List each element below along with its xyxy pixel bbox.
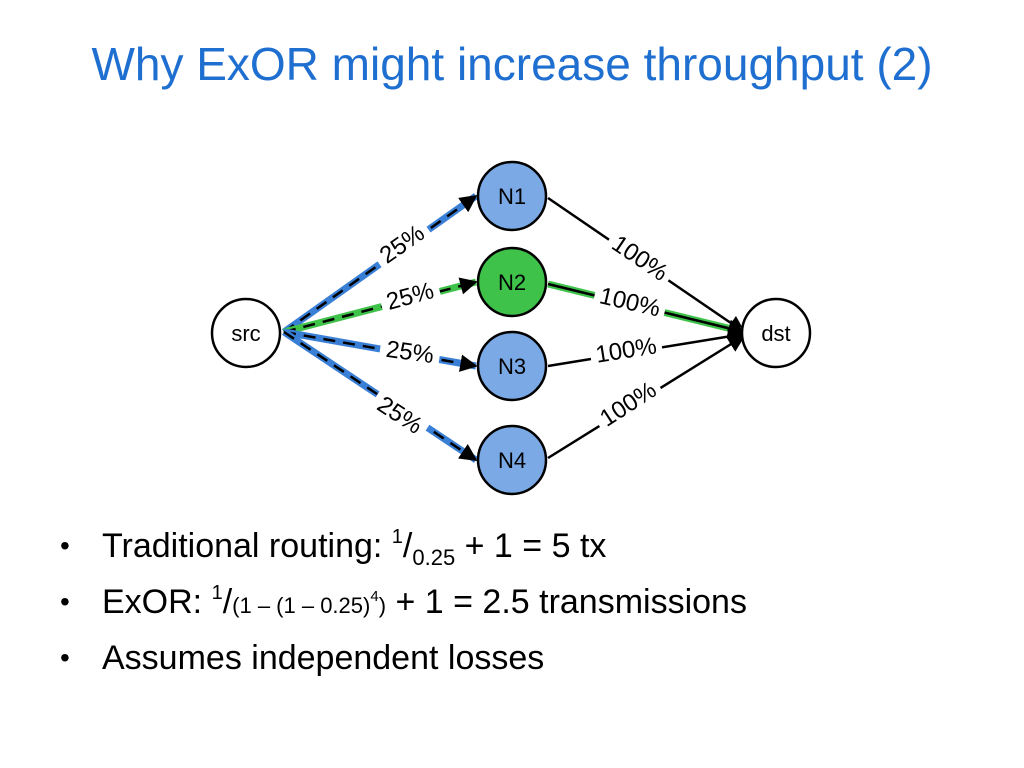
bullet-rest: + 1 = 2.5 transmissions — [386, 583, 747, 621]
node-n4: N4 — [476, 424, 548, 496]
bullet-text: Assumes independent losses — [102, 639, 545, 677]
edge-src-n2 — [283, 277, 478, 336]
svg-text:100%: 100% — [597, 282, 663, 322]
edge-src-n3 — [283, 328, 478, 372]
node-n1: N1 — [476, 160, 548, 232]
bullet-marker: • — [60, 642, 70, 673]
svg-text:N4: N4 — [498, 448, 526, 473]
svg-text:N1: N1 — [498, 184, 526, 209]
svg-text:dst: dst — [761, 321, 790, 346]
svg-text:N3: N3 — [498, 354, 526, 379]
fraction-slash: / — [222, 583, 233, 621]
svg-text:25%: 25% — [383, 277, 436, 316]
svg-text:N2: N2 — [498, 270, 526, 295]
edge-label-src-n3: 25% — [378, 331, 442, 369]
bullet-text: Traditional routing: — [102, 527, 392, 565]
bullet-assumptions: • Assumes independent losses — [60, 632, 980, 688]
bullet-list: • Traditional routing: 1/0.25 + 1 = 5 tx… — [60, 520, 980, 688]
node-n2: N2 — [476, 246, 548, 318]
svg-text:25%: 25% — [384, 336, 435, 369]
node-dst: dst — [740, 297, 812, 369]
svg-text:src: src — [231, 321, 260, 346]
node-n3: N3 — [476, 330, 548, 402]
bullet-traditional-routing: • Traditional routing: 1/0.25 + 1 = 5 tx — [60, 520, 980, 576]
fraction-denominator: (1 – (1 – 0.25) — [232, 593, 371, 618]
edge-label-n4-dst: 100% — [589, 370, 665, 434]
fraction-numerator: 1 — [211, 582, 223, 604]
bullet-rest: + 1 = 5 tx — [455, 527, 607, 565]
edge-label-src-n2: 25% — [376, 272, 443, 316]
slide-title: Why ExOR might increase throughput (2) — [91, 38, 933, 90]
edge-label-n3-dst: 100% — [587, 328, 664, 369]
exponent: 4 — [370, 588, 379, 605]
fraction-numerator: 1 — [391, 526, 403, 548]
edge-label-n1-dst: 100% — [603, 224, 679, 289]
bullet-marker: • — [60, 530, 70, 561]
bullet-text: ExOR: — [102, 583, 212, 621]
bullet-marker: • — [60, 586, 70, 617]
bullet-exor: • ExOR: 1/(1 – (1 – 0.25)4) + 1 = 2.5 tr… — [60, 576, 980, 632]
fraction-slash: / — [402, 527, 413, 565]
fraction-denominator: 0.25 — [412, 545, 456, 570]
denominator-close: ) — [378, 593, 387, 618]
node-src: src — [210, 297, 282, 369]
